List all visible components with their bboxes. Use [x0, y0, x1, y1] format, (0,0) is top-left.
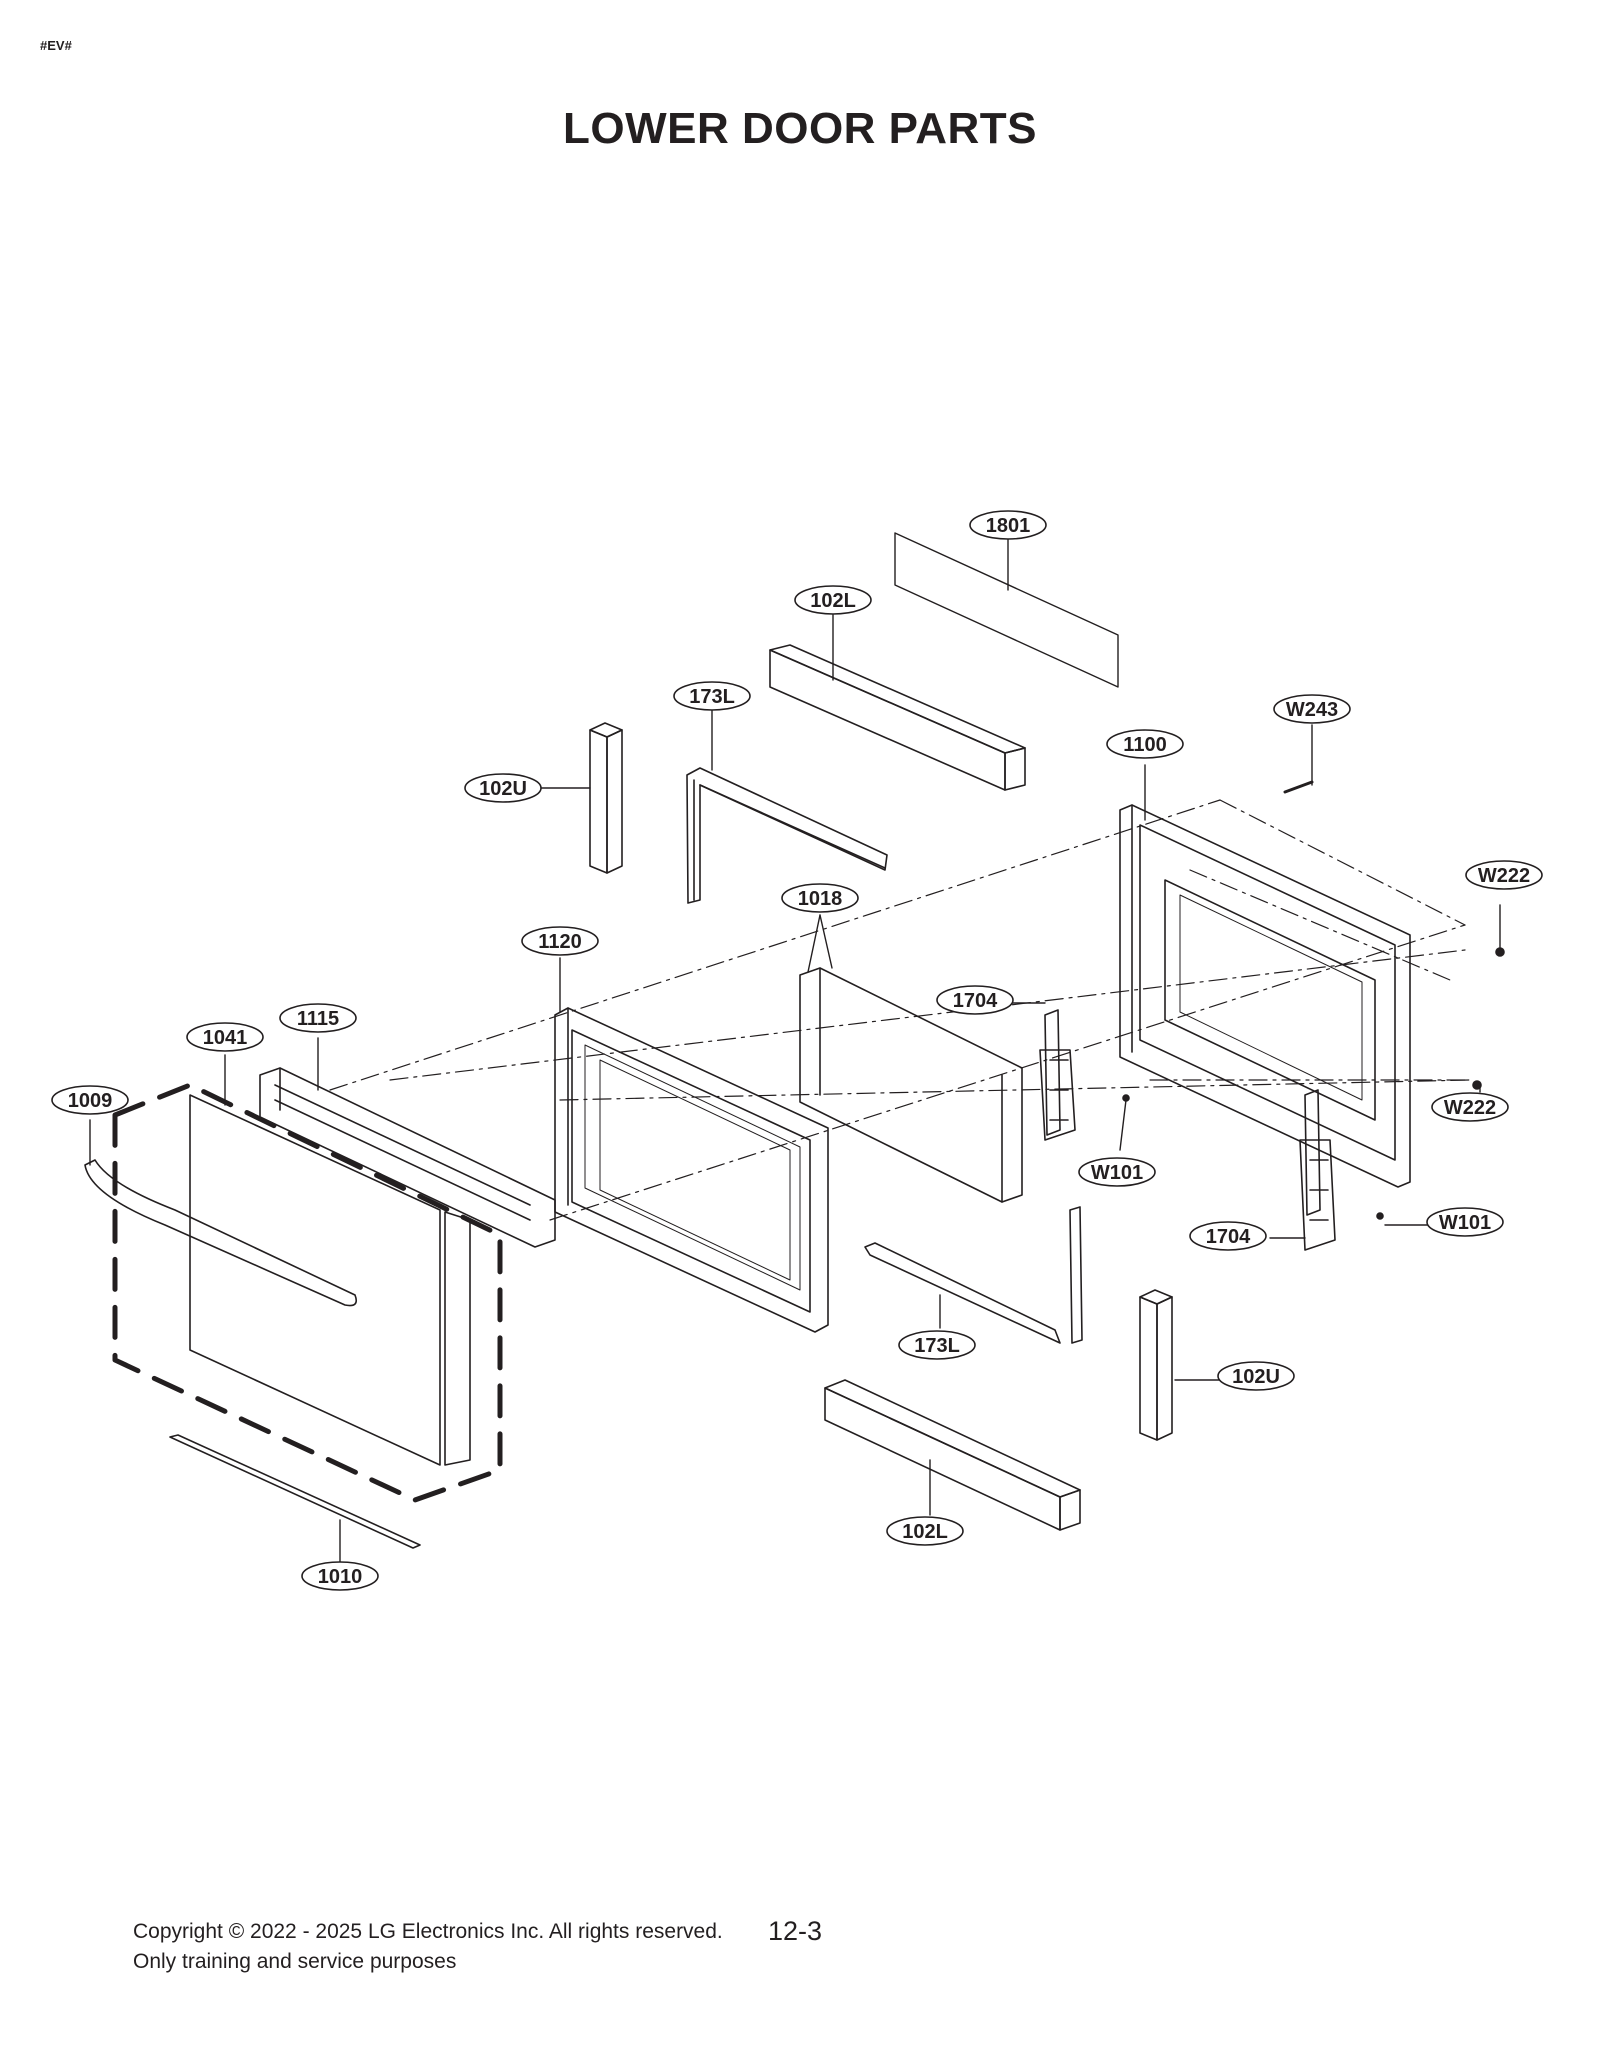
callout-W222-bottom: W222 [1444, 1097, 1496, 1119]
door-assembly-outline [112, 1082, 503, 1503]
part-W222-screw-top [1495, 947, 1505, 957]
part-1704-hinge-bottom [1299, 1089, 1336, 1251]
part-1100-inner-frame [1119, 804, 1411, 1188]
callout-1704-top: 1704 [953, 990, 998, 1012]
part-102L-bottom-bar [824, 1379, 1081, 1531]
callout-W222-top: W222 [1478, 865, 1530, 887]
callout-ovals [51, 510, 1543, 1591]
part-102L-top-bar [769, 644, 1026, 791]
part-173L-top-strip [686, 767, 888, 904]
callout-1018: 1018 [798, 888, 843, 910]
part-1120-door-frame [554, 1007, 829, 1333]
callout-labels: 1801 102L 173L 102U 1100 W243 W222 1018 … [68, 515, 1530, 1588]
copyright-text: Copyright © 2022 - 2025 LG Electronics I… [133, 1920, 723, 1943]
part-W243-screw [1283, 780, 1314, 794]
part-1018-glass [799, 967, 1023, 1203]
purpose-text: Only training and service purposes [133, 1950, 457, 1973]
part-1801-panel [894, 532, 1119, 688]
page-number: 12-3 [768, 1916, 823, 1946]
callout-102U-right: 102U [1232, 1366, 1280, 1388]
callout-1100: 1100 [1123, 734, 1166, 756]
callout-1120: 1120 [538, 931, 581, 953]
part-102U-right-block [1139, 1289, 1173, 1441]
callout-102L-bottom: 102L [902, 1521, 948, 1543]
callout-W243: W243 [1286, 699, 1338, 721]
callout-1009: 1009 [68, 1090, 113, 1112]
callout-102L-top: 102L [810, 590, 856, 612]
part-1704-hinge-top [1039, 1009, 1076, 1141]
page-title: LOWER DOOR PARTS [562, 104, 1038, 153]
footer-copyright-block: Copyright © 2022 - 2025 LG Electronics I… [133, 1917, 723, 1977]
callout-1704-bottom: 1704 [1206, 1226, 1251, 1248]
part-1009-handle [84, 1159, 358, 1307]
part-1115-vent [259, 1067, 556, 1248]
part-102U-left-block [589, 722, 623, 874]
part-173L-bottom-strip [864, 1206, 1083, 1344]
callout-102U-left: 102U [479, 778, 527, 800]
callout-1801: 1801 [986, 515, 1031, 537]
callout-W101-left: W101 [1091, 1162, 1143, 1184]
part-W101-screw-right [1376, 1212, 1384, 1220]
callout-W101-right: W101 [1439, 1212, 1491, 1234]
callout-1041: 1041 [203, 1027, 248, 1049]
callout-1115: 1115 [297, 1008, 339, 1030]
callout-1010: 1010 [318, 1566, 363, 1588]
document-tag: #EV# [40, 38, 72, 53]
alignment-lines [329, 799, 1471, 1221]
callout-173L-top: 173L [689, 686, 735, 708]
leader-lines [89, 537, 1501, 1566]
part-1010-bottom-trim [169, 1434, 421, 1549]
part-W222-screw-bottom [1472, 1080, 1482, 1090]
callout-173L-bottom: 173L [914, 1335, 960, 1357]
